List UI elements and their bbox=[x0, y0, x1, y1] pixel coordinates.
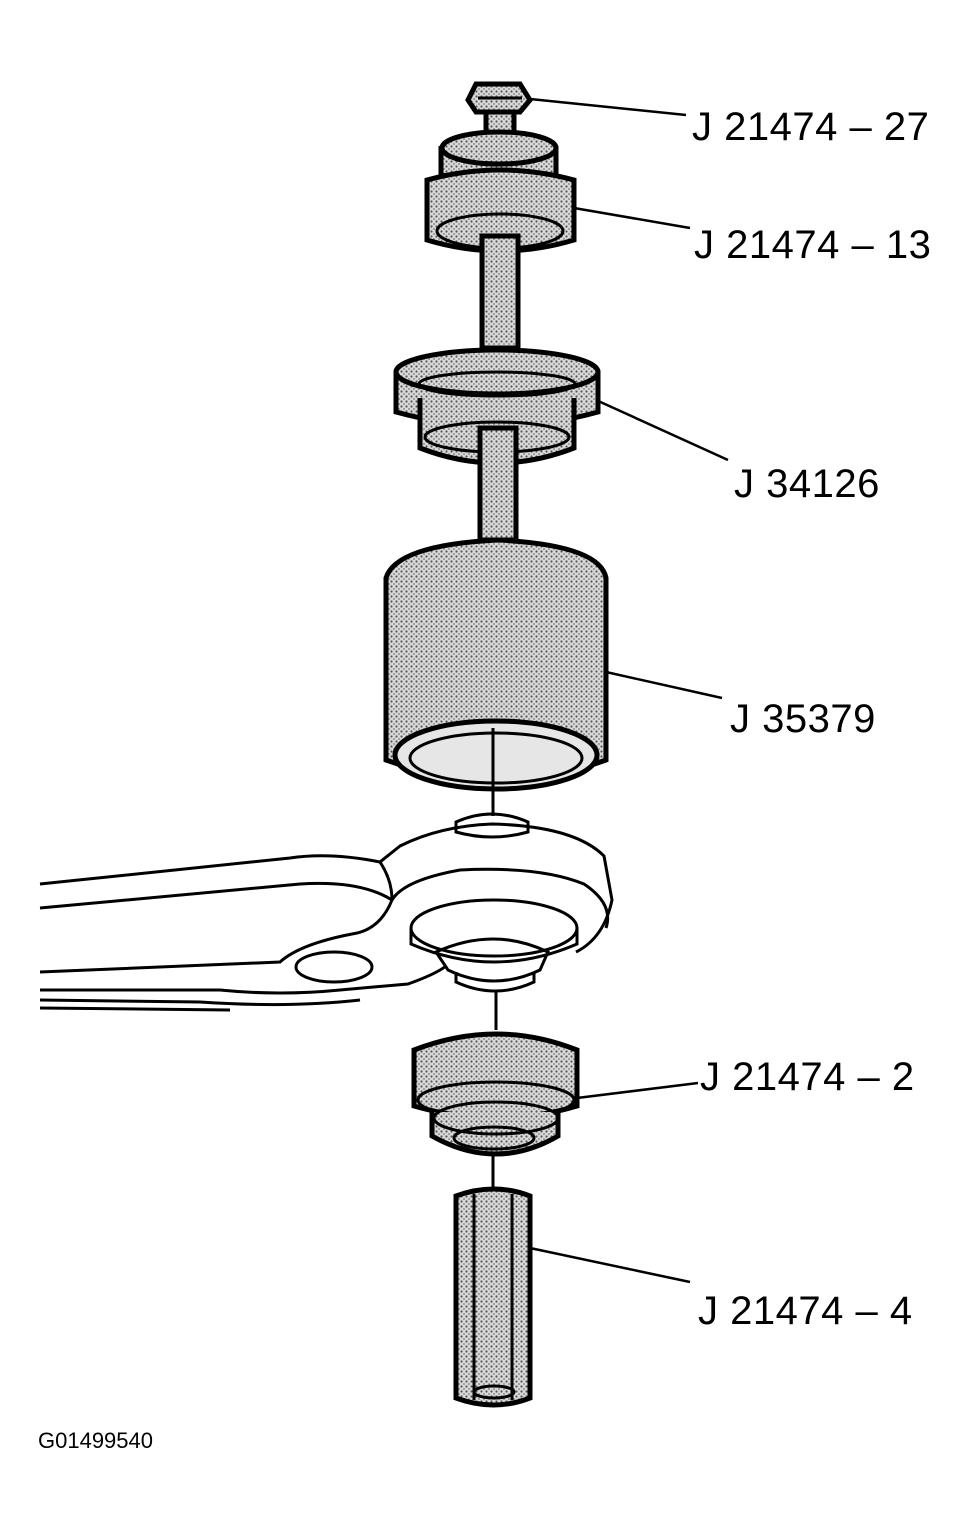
control-arm bbox=[39, 812, 614, 1012]
label-j21474-27: J 21474 – 27 bbox=[692, 105, 929, 149]
part-j35379-cup bbox=[383, 537, 609, 792]
leader-j34126 bbox=[595, 398, 729, 462]
part-j21474-2-remover bbox=[411, 1031, 580, 1157]
threaded-rod-middle bbox=[477, 425, 519, 543]
label-j35379: J 35379 bbox=[730, 697, 876, 741]
part-j21474-13-washer bbox=[424, 129, 577, 254]
label-j21474-2: J 21474 – 2 bbox=[700, 1055, 915, 1099]
leader-j21474-4 bbox=[529, 1246, 691, 1284]
leader-j21474-2 bbox=[576, 1081, 699, 1100]
leader-lines bbox=[529, 97, 729, 1284]
label-j21474-4: J 21474 – 4 bbox=[698, 1289, 913, 1333]
label-j34126: J 34126 bbox=[734, 462, 880, 506]
leader-j21474-27 bbox=[529, 97, 687, 117]
figure-id: G01499540 bbox=[38, 1428, 153, 1453]
leader-j21474-13 bbox=[573, 206, 691, 230]
threaded-rod-upper bbox=[479, 233, 521, 351]
leader-j35379 bbox=[605, 670, 723, 700]
part-j21474-4-sleeve bbox=[453, 1186, 533, 1408]
label-j21474-13: J 21474 – 13 bbox=[694, 223, 931, 267]
